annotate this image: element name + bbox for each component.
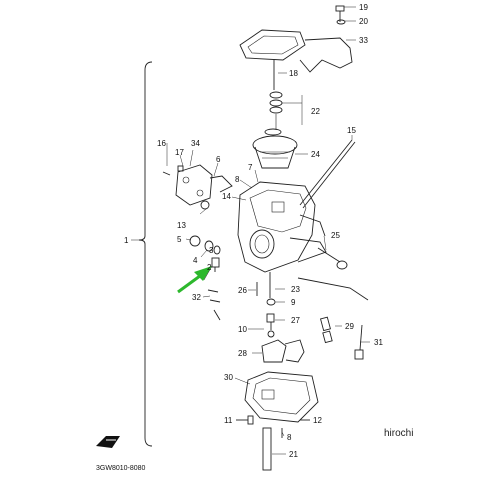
callout-12: 12 (313, 416, 322, 425)
callout-8: 8 (235, 175, 240, 184)
float (261, 339, 305, 363)
callout-8b: 8 (287, 433, 292, 442)
hoses-right (297, 277, 369, 360)
callout-19: 19 (359, 3, 368, 12)
callout-28: 28 (238, 349, 247, 358)
bottom-screws (236, 415, 310, 438)
callout-labels: 19 20 33 18 22 15 24 16 34 17 6 7 8 14 1… (124, 3, 383, 459)
accelerator-pump-cover (175, 164, 233, 210)
callout-24: 24 (311, 150, 320, 159)
callout-34: 34 (191, 139, 200, 148)
callout-3: 3 (209, 246, 214, 255)
needle-stack (264, 60, 283, 136)
callout-26: 26 (238, 286, 247, 295)
callout-5: 5 (177, 235, 182, 244)
callout-17: 17 (175, 148, 184, 157)
carburetor-body (237, 181, 327, 273)
callout-32: 32 (192, 293, 201, 302)
leader-lines (166, 6, 370, 455)
small-parts-left (162, 165, 221, 255)
callout-10: 10 (238, 325, 247, 334)
callout-4: 4 (193, 256, 198, 265)
drain-tube (262, 427, 272, 471)
watermark: hirochi (384, 428, 413, 439)
highlight-arrow (177, 266, 212, 294)
callout-33: 33 (359, 36, 368, 45)
float-chamber (244, 371, 319, 423)
screws-32 (207, 289, 221, 321)
callout-22: 22 (311, 107, 320, 116)
callout-27: 27 (291, 316, 300, 325)
jet-part-2 (211, 257, 220, 272)
top-screws (335, 5, 346, 25)
callout-21: 21 (289, 450, 298, 459)
diaphragm (252, 135, 298, 169)
callout-2: 2 (207, 263, 212, 272)
callout-16: 16 (157, 139, 166, 148)
callout-25: 25 (331, 231, 340, 240)
top-cover (239, 29, 353, 73)
callout-31: 31 (374, 338, 383, 347)
callout-11: 11 (224, 416, 233, 425)
callout-15: 15 (347, 126, 356, 135)
callout-23: 23 (291, 285, 300, 294)
model-code: 3GW8010-8080 (96, 465, 146, 472)
bottom-small-parts (256, 272, 276, 338)
manual-icon (96, 436, 120, 448)
throttle-rod (299, 139, 353, 206)
callout-14: 14 (222, 192, 231, 201)
callout-9: 9 (291, 298, 296, 307)
callout-30: 30 (224, 373, 233, 382)
callout-20: 20 (359, 17, 368, 26)
callout-18: 18 (289, 69, 298, 78)
callout-6: 6 (216, 155, 221, 164)
idle-screw (317, 247, 348, 270)
callout-7: 7 (248, 163, 253, 172)
callout-29: 29 (345, 322, 354, 331)
assembly-bracket (138, 61, 153, 447)
callout-1: 1 (124, 236, 129, 245)
callout-13: 13 (177, 221, 186, 230)
